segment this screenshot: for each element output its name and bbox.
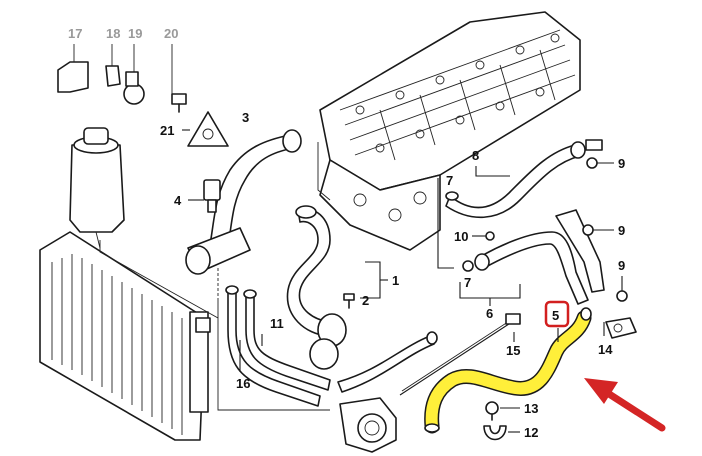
bracket-14 bbox=[605, 317, 637, 339]
pipe-11 bbox=[243, 289, 331, 391]
callout-9c: 9 bbox=[618, 258, 625, 273]
warning-label-21 bbox=[182, 111, 229, 147]
callout-21: 21 bbox=[160, 123, 174, 138]
seal-7a bbox=[445, 191, 459, 201]
callout-6: 6 bbox=[486, 306, 493, 321]
callout-13: 13 bbox=[524, 401, 538, 416]
callout-16: 16 bbox=[236, 376, 250, 391]
radiator bbox=[39, 231, 211, 441]
bolt-20 bbox=[171, 44, 187, 113]
callout-11: 11 bbox=[270, 316, 284, 331]
hose-5-body bbox=[424, 310, 592, 434]
bleed-line-15 bbox=[399, 313, 521, 396]
callout-labels: 17 18 19 20 21 3 4 1 2 8 7 9 10 9 9 7 6 … bbox=[68, 26, 625, 440]
callout-1: 1 bbox=[392, 273, 399, 288]
clamp-12 bbox=[483, 425, 507, 441]
bolt-2 bbox=[343, 293, 355, 309]
water-pump bbox=[339, 397, 397, 453]
callout-7a: 7 bbox=[446, 173, 453, 188]
thermostat-housing bbox=[185, 227, 251, 275]
highlight-box-5 bbox=[544, 300, 570, 328]
bolt-9a bbox=[586, 157, 614, 169]
hose-5-highlighted bbox=[424, 307, 592, 434]
callout-19: 19 bbox=[128, 26, 142, 41]
hose-3 bbox=[209, 129, 302, 249]
hose-6 bbox=[474, 209, 605, 305]
expansion-tank bbox=[69, 127, 125, 249]
callout-7b: 7 bbox=[464, 275, 471, 290]
seal-7b bbox=[462, 260, 474, 272]
pipe-16 bbox=[225, 285, 321, 407]
leader-lines bbox=[99, 142, 605, 433]
callout-5: 5 bbox=[552, 308, 559, 323]
bolt-9b bbox=[582, 224, 614, 236]
hose-1 bbox=[286, 205, 347, 370]
red-arrow bbox=[584, 378, 666, 432]
callout-12: 12 bbox=[524, 425, 538, 440]
bolt-10 bbox=[472, 231, 495, 241]
callout-14: 14 bbox=[598, 342, 613, 357]
bracket-17 bbox=[57, 44, 89, 93]
clip-13 bbox=[485, 401, 499, 421]
callout-10: 10 bbox=[454, 229, 468, 244]
callout-18: 18 bbox=[106, 26, 120, 41]
hose-clamp-19 bbox=[123, 44, 145, 105]
callout-2: 2 bbox=[362, 293, 369, 308]
cylinder-head bbox=[319, 11, 581, 251]
callout-9b: 9 bbox=[618, 223, 625, 238]
coolant-pipe bbox=[337, 331, 438, 393]
clip-18 bbox=[105, 44, 121, 87]
callout-20: 20 bbox=[164, 26, 178, 41]
callout-17: 17 bbox=[68, 26, 82, 41]
hose-8 bbox=[445, 139, 603, 219]
callout-15: 15 bbox=[506, 343, 520, 358]
temp-sensor-4 bbox=[188, 179, 221, 213]
callout-9a: 9 bbox=[618, 156, 625, 171]
callout-8: 8 bbox=[472, 148, 479, 163]
callout-4: 4 bbox=[174, 193, 182, 208]
callout-3: 3 bbox=[242, 110, 249, 125]
bolt-9c bbox=[616, 276, 628, 302]
